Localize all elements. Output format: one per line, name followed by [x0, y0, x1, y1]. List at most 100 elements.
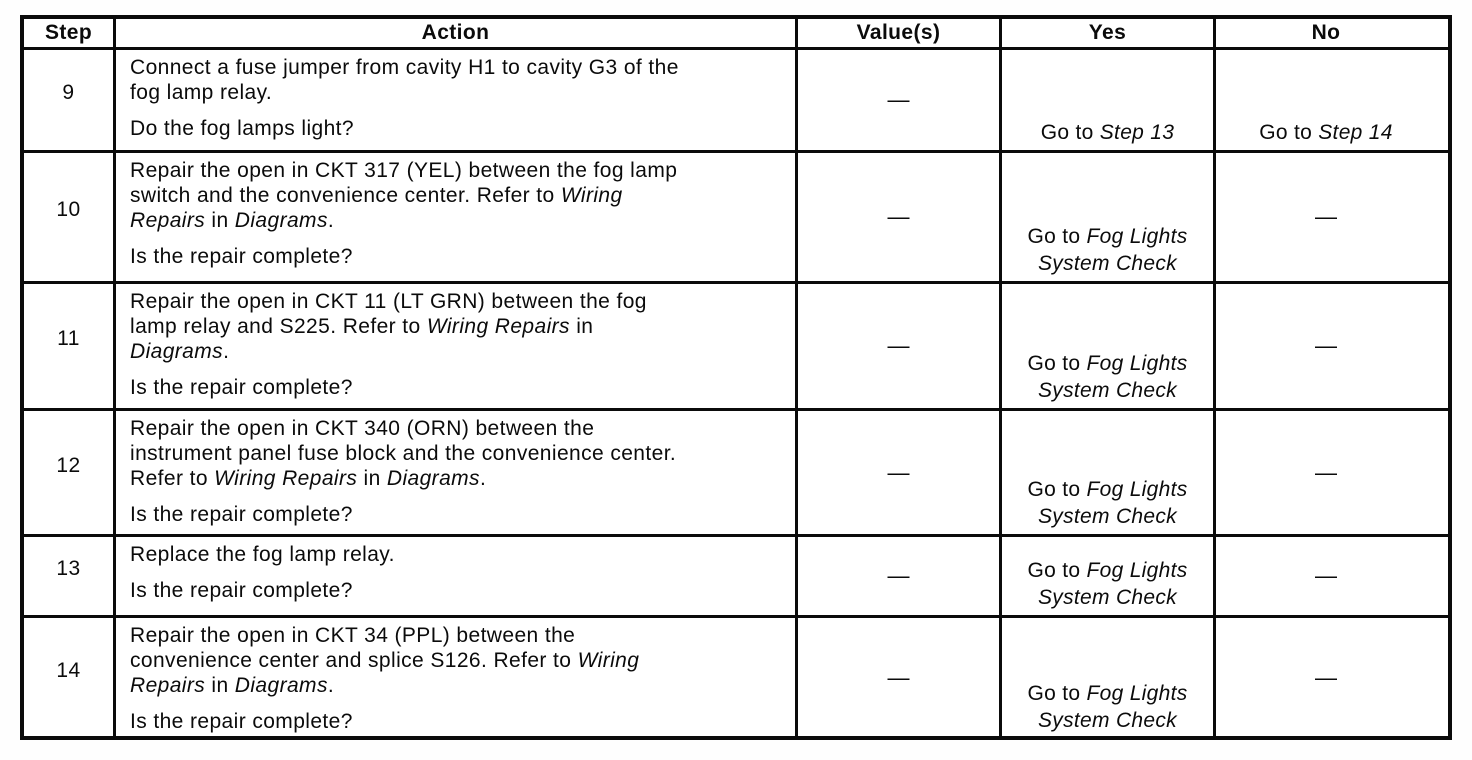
action-line: Repairs in Diagrams. — [130, 208, 783, 233]
italic-reference-text: Diagrams — [234, 674, 328, 697]
action-line: instrument panel fuse block and the conv… — [130, 441, 783, 466]
plain-text: — — [1315, 563, 1337, 588]
plain-text: in — [357, 467, 387, 490]
step-number: 12 — [24, 411, 116, 534]
plain-text: Repair the open in CKT 317 (YEL) between… — [130, 159, 678, 182]
italic-reference-text: Fog Lights — [1086, 682, 1188, 705]
yes-goto-line: Go to Fog Lights — [1027, 350, 1187, 377]
value-cell: — — [798, 618, 1002, 738]
question-text: Do the fog lamps light? — [130, 117, 354, 140]
yes-goto-line: Go to Fog Lights — [1027, 476, 1187, 503]
italic-reference-text: System Check — [1038, 379, 1177, 402]
no-goto-line: — — [1315, 460, 1337, 486]
plain-text: Go to — [1027, 478, 1087, 501]
step-number: 11 — [24, 284, 116, 408]
italic-reference-text: Fog Lights — [1086, 225, 1188, 248]
plain-text: — — [1315, 333, 1337, 358]
action-line: Diagrams. — [130, 339, 783, 364]
action-line: fog lamp relay. — [130, 80, 783, 105]
step-number: 9 — [24, 50, 116, 150]
action-line: Repair the open in CKT 317 (YEL) between… — [130, 158, 783, 183]
diagnostic-table: Step Action Value(s) Yes No 9 Connect a f… — [20, 15, 1452, 740]
plain-text: Go to — [1027, 682, 1087, 705]
step-number: 14 — [24, 618, 116, 738]
action-line: switch and the convenience center. Refer… — [130, 183, 783, 208]
plain-text: Repair the open in CKT 340 (ORN) between… — [130, 417, 595, 440]
no-cell: — — [1216, 618, 1436, 738]
question-text: Is the repair complete? — [130, 245, 353, 268]
yes-goto-line: System Check — [1038, 503, 1177, 530]
action-cell: Repair the open in CKT 11 (LT GRN) betwe… — [116, 284, 798, 408]
plain-text: Go to — [1027, 559, 1087, 582]
no-cell: — — [1216, 153, 1436, 281]
plain-text: Replace the fog lamp relay. — [130, 543, 395, 566]
italic-reference-text: Fog Lights — [1086, 478, 1188, 501]
value-cell: — — [798, 411, 1002, 534]
action-cell: Replace the fog lamp relay. Is the repair… — [116, 537, 798, 615]
no-goto-line: — — [1315, 333, 1337, 359]
header-yes: Yes — [1002, 19, 1216, 47]
italic-reference-text: System Check — [1038, 252, 1177, 275]
question-text: Is the repair complete? — [130, 376, 353, 399]
action-cell: Repair the open in CKT 34 (PPL) between … — [116, 618, 798, 738]
yes-goto-line: System Check — [1038, 707, 1177, 734]
italic-reference-text: Repairs — [130, 674, 206, 697]
italic-reference-text: Fog Lights — [1086, 559, 1188, 582]
action-line: lamp relay and S225. Refer to Wiring Rep… — [130, 314, 783, 339]
no-goto-line: — — [1315, 563, 1337, 589]
yes-goto-line: System Check — [1038, 377, 1177, 404]
italic-reference-text: Wiring Repairs — [214, 467, 358, 490]
question-text: Is the repair complete? — [130, 579, 353, 602]
plain-text: — — [1315, 459, 1337, 485]
table-body: 9 Connect a fuse jumper from cavity H1 to… — [24, 50, 1448, 738]
header-action: Action — [116, 19, 798, 47]
italic-reference-text: Wiring Repairs — [426, 315, 570, 338]
plain-text: Go to — [1027, 225, 1087, 248]
action-line: Replace the fog lamp relay. — [130, 542, 783, 567]
table-row-step-10: 10 Repair the open in CKT 317 (YEL) betwe… — [24, 153, 1448, 284]
no-goto-line: — — [1315, 204, 1337, 230]
table-row-step-12: 12 Repair the open in CKT 340 (ORN) betwe… — [24, 411, 1448, 537]
no-cell: — — [1216, 537, 1436, 615]
italic-reference-text: System Check — [1038, 586, 1177, 609]
action-line: Refer to Wiring Repairs in Diagrams. — [130, 466, 783, 491]
plain-text: Connect a fuse jumper from cavity H1 to … — [130, 56, 679, 79]
italic-reference-text: Diagrams — [386, 467, 480, 490]
question-text: Is the repair complete? — [130, 710, 353, 733]
plain-text: . — [479, 467, 487, 490]
no-cell: Go to Step 14 — [1216, 50, 1436, 150]
italic-reference-text: Diagrams — [130, 340, 224, 363]
action-line: Repair the open in CKT 340 (ORN) between… — [130, 416, 783, 441]
plain-text: lamp relay and S225. Refer to — [130, 315, 427, 338]
value-cell: — — [798, 50, 1002, 150]
header-values: Value(s) — [798, 19, 1002, 47]
plain-text: . — [223, 340, 230, 363]
value-cell: — — [798, 537, 1002, 615]
italic-reference-text: Wiring — [577, 649, 640, 672]
action-line: Repair the open in CKT 11 (LT GRN) betwe… — [130, 289, 783, 314]
plain-text: — — [1315, 665, 1337, 690]
action-line: Repair the open in CKT 34 (PPL) between … — [130, 623, 783, 648]
table-row-step-11: 11 Repair the open in CKT 11 (LT GRN) bet… — [24, 284, 1448, 411]
table-row-step-9: 9 Connect a fuse jumper from cavity H1 to… — [24, 50, 1448, 153]
plain-text: in — [205, 209, 235, 232]
no-cell: — — [1216, 284, 1436, 408]
table-header-row: Step Action Value(s) Yes No — [24, 19, 1448, 50]
header-no: No — [1311, 21, 1341, 44]
yes-goto-line: System Check — [1038, 250, 1177, 277]
step-number: 10 — [24, 153, 116, 281]
plain-text: . — [327, 674, 335, 697]
no-cell: — — [1216, 411, 1436, 534]
italic-reference-text: Step 14 — [1318, 121, 1393, 144]
yes-goto-line: Go to Fog Lights — [1027, 557, 1187, 584]
value-cell: — — [798, 284, 1002, 408]
italic-reference-text: Step 13 — [1099, 121, 1175, 144]
plain-text: Go to — [1040, 121, 1100, 144]
question-text: Is the repair complete? — [130, 503, 353, 526]
